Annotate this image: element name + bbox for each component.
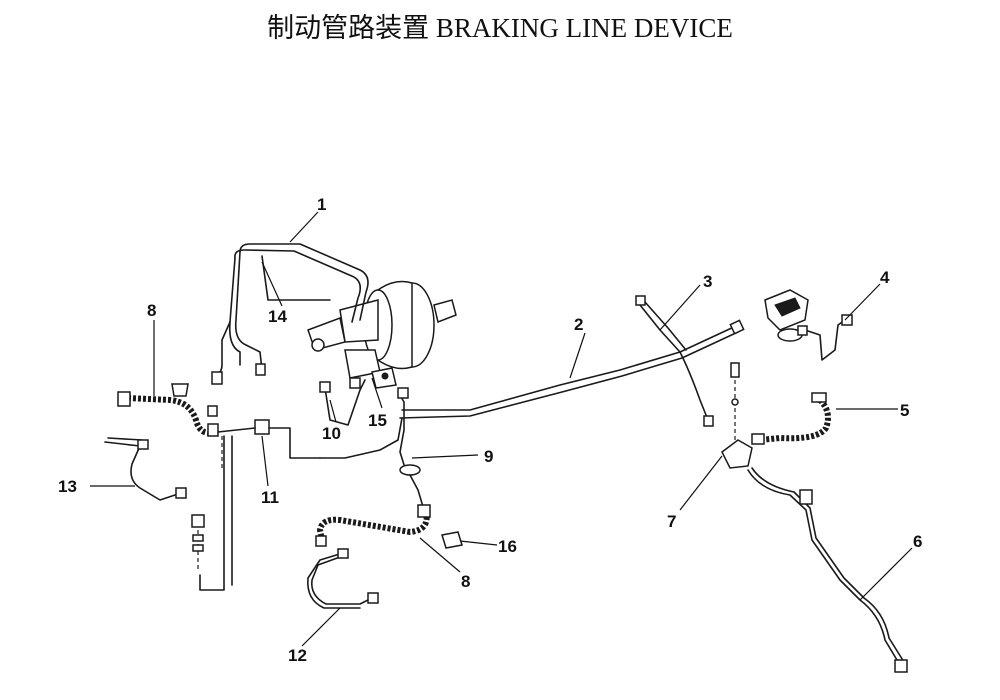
- callout-2: 2: [574, 315, 583, 334]
- brake-hose-5: [751, 392, 831, 445]
- callout-13: 13: [58, 477, 77, 496]
- callout-12: 12: [288, 646, 307, 665]
- callout-11: 11: [261, 488, 279, 507]
- bracket-7: [721, 362, 753, 469]
- callout-14: 14: [268, 307, 287, 326]
- junction-11: [191, 419, 321, 591]
- callout-9: 9: [484, 447, 493, 466]
- callout-16: 16: [498, 537, 517, 556]
- callout-numbers: 1 2 3 4 5 6 7 8 8 9 10 11 12 13 14 15 16: [58, 195, 922, 665]
- brake-pipes-mid: [319, 377, 425, 511]
- callout-8-left: 8: [147, 301, 156, 320]
- page-title: 制动管路装置 BRAKING LINE DEVICE: [267, 13, 733, 43]
- brake-pipe-upper: [211, 243, 369, 385]
- clip-16: [441, 531, 463, 549]
- callout-10: 10: [322, 424, 341, 443]
- callout-6: 6: [913, 532, 922, 551]
- brake-hose-8-center: [315, 504, 431, 547]
- brake-pipe-12: [307, 548, 379, 609]
- callout-15: 15: [368, 411, 387, 430]
- callout-4: 4: [880, 268, 890, 287]
- callout-5: 5: [900, 401, 909, 420]
- brake-hose-8-left: [117, 383, 219, 437]
- callout-7: 7: [667, 512, 676, 531]
- brake-pipe-13: [104, 437, 187, 501]
- callout-1: 1: [317, 195, 326, 214]
- proportioning-valve: [764, 289, 853, 361]
- callout-8-center: 8: [461, 572, 470, 591]
- brake-pipe-6: [747, 467, 908, 673]
- leader-lines: [90, 211, 913, 647]
- brake-booster-assembly: [307, 280, 457, 389]
- callout-3: 3: [703, 272, 712, 291]
